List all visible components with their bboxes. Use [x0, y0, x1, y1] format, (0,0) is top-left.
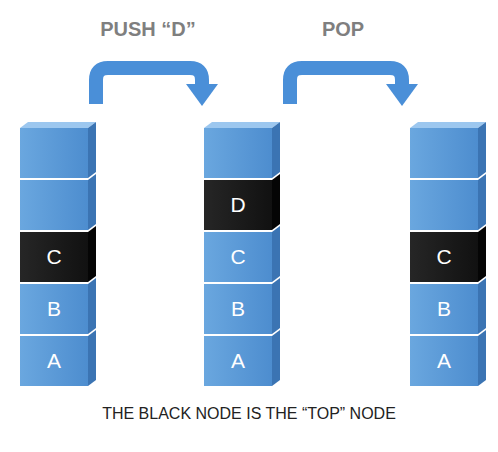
cube-side — [272, 122, 280, 178]
cube-top — [410, 122, 486, 128]
arrow-head — [186, 84, 218, 106]
node-letter: C — [46, 245, 61, 269]
node-letter: A — [47, 349, 61, 373]
stack-node: B — [20, 284, 88, 334]
stack-node: A — [410, 336, 478, 386]
top-stack-node: C — [20, 232, 88, 282]
cube-side — [272, 278, 280, 334]
stack-node: C — [204, 232, 272, 282]
cube-side — [88, 278, 96, 334]
node-letter: D — [230, 193, 245, 217]
cube-side — [478, 122, 486, 178]
node-letter: A — [437, 349, 451, 373]
stack-node: A — [204, 336, 272, 386]
arrow-head — [386, 84, 418, 106]
operation-arrow — [96, 68, 202, 104]
stack-node: B — [204, 284, 272, 334]
cube-side — [88, 330, 96, 386]
cube-side — [272, 174, 280, 230]
empty-cube — [20, 128, 88, 178]
stack-node: A — [20, 336, 88, 386]
cube-side — [88, 226, 96, 282]
node-letter: B — [47, 297, 61, 321]
operation-label: POP — [322, 18, 364, 41]
node-letter: A — [231, 349, 245, 373]
cube-side — [272, 330, 280, 386]
cube-side — [478, 226, 486, 282]
cube-side — [272, 226, 280, 282]
node-letter: B — [437, 297, 451, 321]
operation-label: PUSH “D” — [100, 18, 196, 41]
stack-node: B — [410, 284, 478, 334]
empty-cube — [410, 128, 478, 178]
top-stack-node: D — [204, 180, 272, 230]
cube-side — [88, 174, 96, 230]
cube-side — [478, 174, 486, 230]
cube-top — [204, 122, 280, 128]
cube-top — [20, 122, 96, 128]
cube-side — [88, 122, 96, 178]
empty-cube — [20, 180, 88, 230]
cube-side — [478, 278, 486, 334]
node-letter: B — [231, 297, 245, 321]
empty-cube — [204, 128, 272, 178]
node-letter: C — [436, 245, 451, 269]
operation-arrow — [290, 68, 402, 104]
cube-side — [478, 330, 486, 386]
top-stack-node: C — [410, 232, 478, 282]
empty-cube — [410, 180, 478, 230]
node-letter: C — [230, 245, 245, 269]
caption-text: THE BLACK NODE IS THE “TOP” NODE — [102, 405, 396, 423]
